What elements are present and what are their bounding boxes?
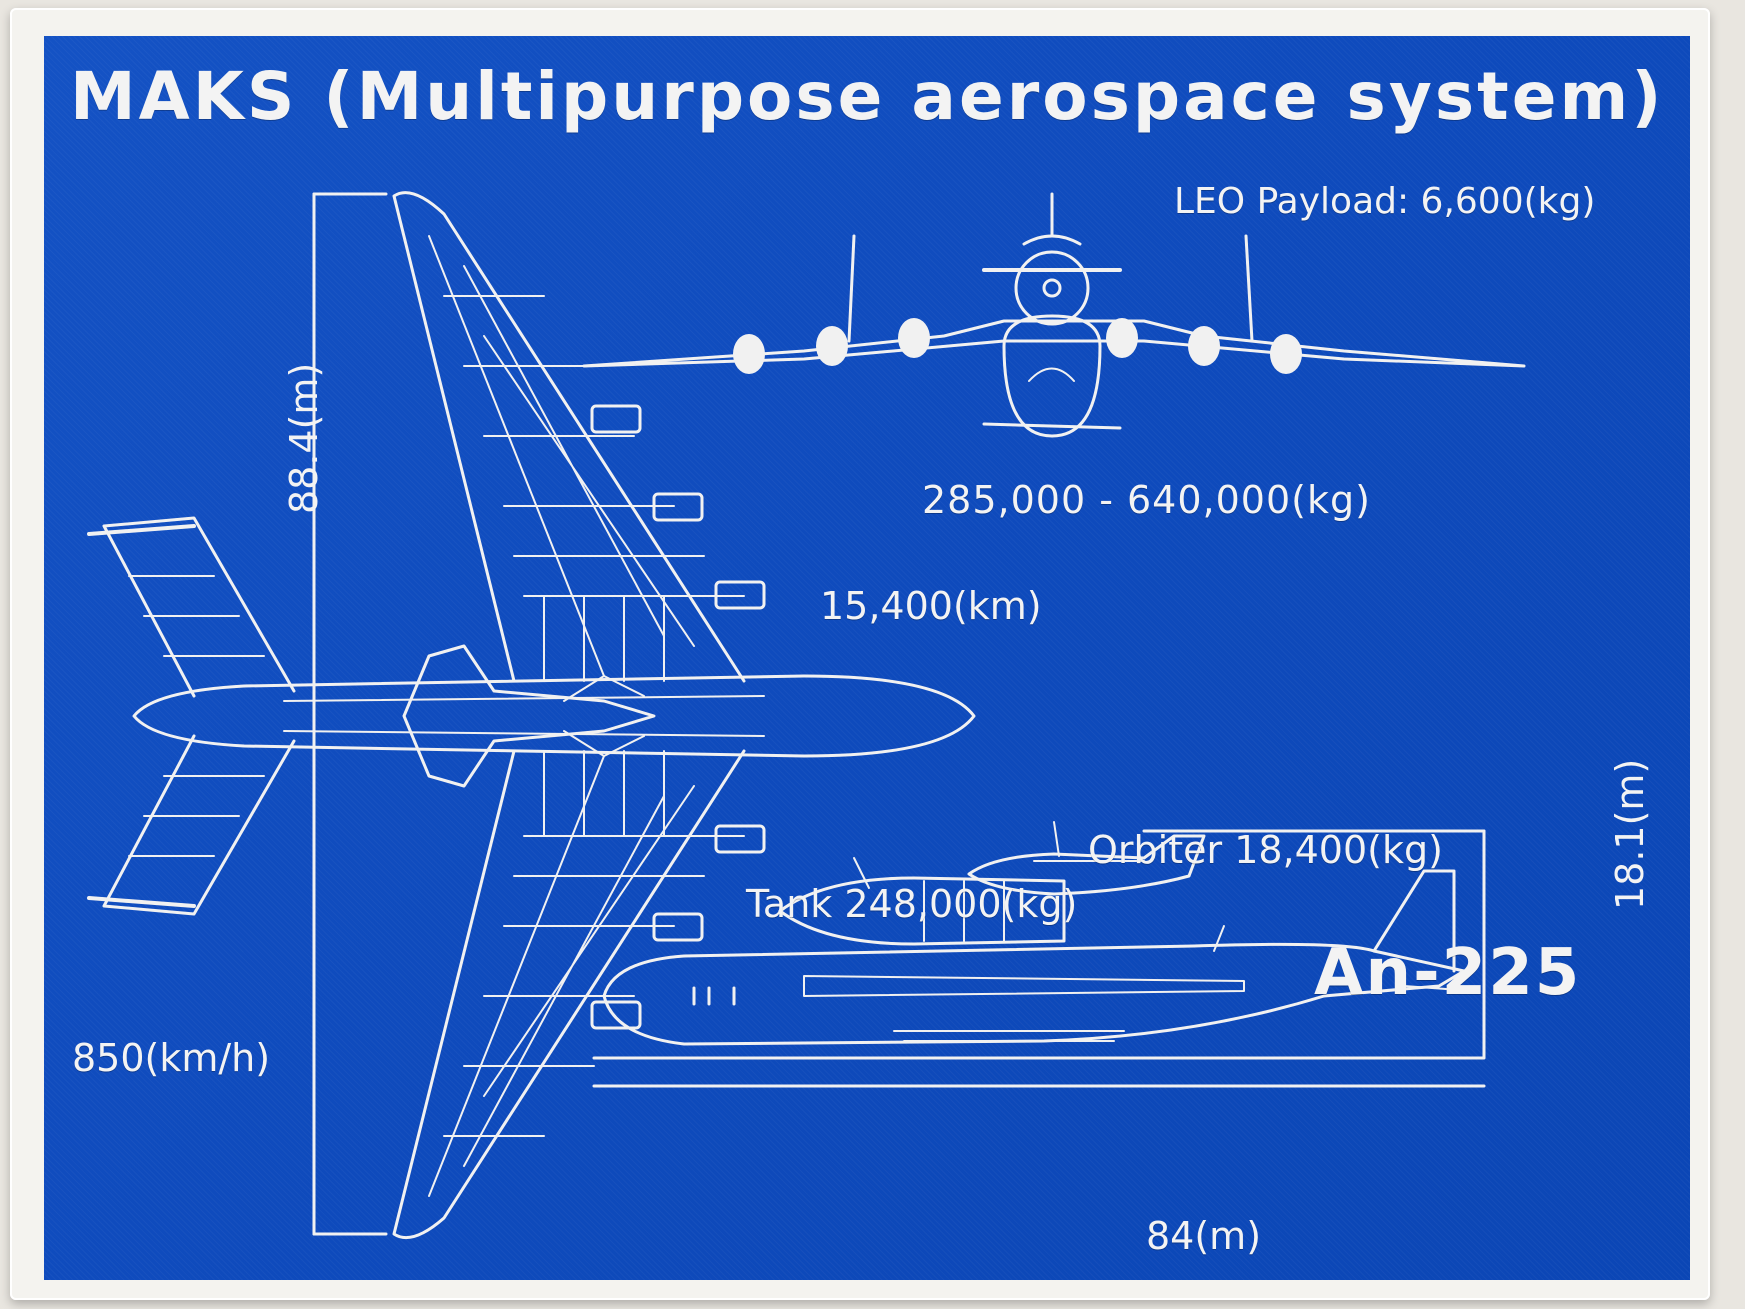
orbiter-mass-label: Orbiter 18,400(kg) (1088, 828, 1443, 872)
length-label: 84(m) (1146, 1214, 1262, 1258)
front-view-drawing (582, 192, 1526, 438)
wingspan-dimension-line (312, 192, 388, 1236)
range-label: 15,400(km) (820, 584, 1042, 628)
top-view-drawing (87, 191, 976, 1239)
aircraft-drawings (87, 191, 1526, 1239)
wingspan-label: 88.4(m) (282, 362, 326, 514)
side-view-drawing (592, 821, 1486, 1088)
height-label: 18.1(m) (1608, 758, 1652, 910)
plaque-frame: MAKS (Multipurpose aerospace system) LEO… (10, 8, 1710, 1300)
carrier-name-label: An-225 (1314, 936, 1582, 1010)
cruise-speed-label: 850(km/h) (72, 1036, 271, 1080)
front-view-engines (733, 318, 1302, 374)
takeoff-mass-label: 285,000 - 640,000(kg) (922, 478, 1371, 522)
page-title: MAKS (Multipurpose aerospace system) (70, 58, 1665, 135)
blueprint-panel: MAKS (Multipurpose aerospace system) LEO… (44, 36, 1690, 1280)
leo-payload-label: LEO Payload: 6,600(kg) (1174, 181, 1596, 222)
tank-mass-label: Tank 248,000(kg) (746, 882, 1078, 926)
